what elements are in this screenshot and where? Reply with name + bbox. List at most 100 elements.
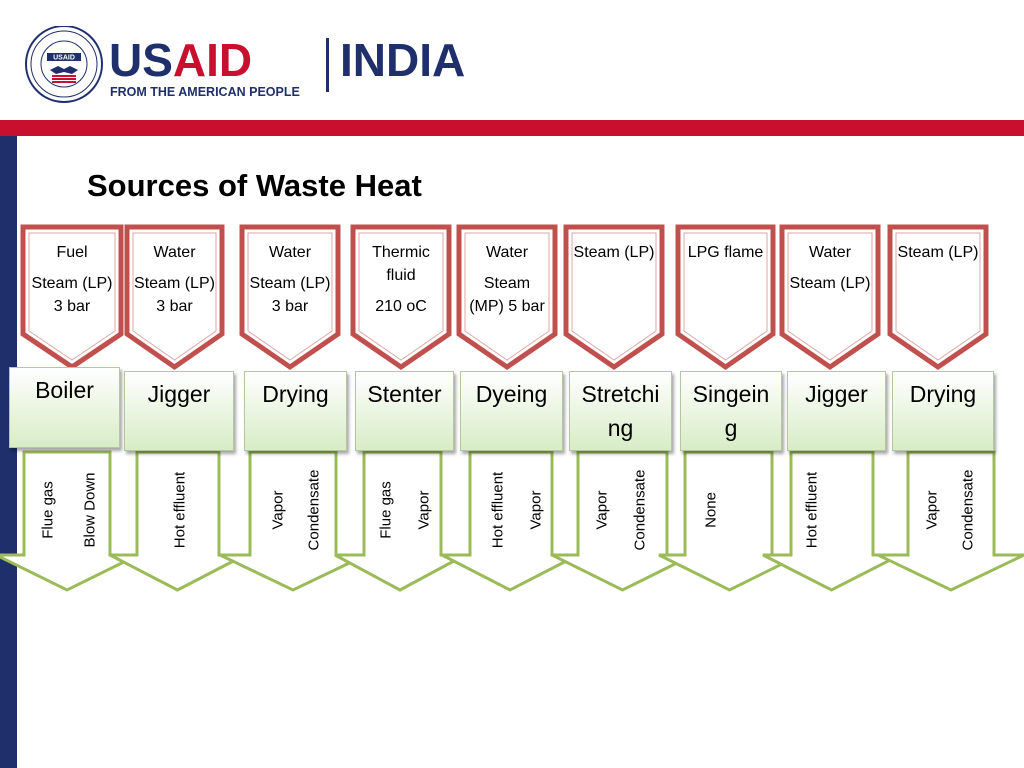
input-label: Steam (LP) <box>573 244 655 261</box>
input-arrow <box>20 224 124 371</box>
input-label: Water <box>808 244 852 261</box>
input-label: LPG flame <box>687 244 764 261</box>
output-label: Vapor <box>415 490 433 530</box>
output-label: Vapor <box>527 490 545 530</box>
output-arrow <box>877 450 1024 592</box>
input-arrow <box>239 224 341 371</box>
input-label: 210 oC <box>375 298 427 315</box>
input-arrow <box>675 224 776 371</box>
process-name: Jigger <box>805 381 868 407</box>
input-arrow-inner-line <box>358 232 444 361</box>
input-label: Fuel <box>56 244 88 261</box>
input-arrow-inner-line <box>895 232 981 361</box>
process-box: Drying <box>244 371 347 451</box>
output-label: None <box>702 492 720 528</box>
process-box: Drying <box>892 371 994 451</box>
process-box: Boiler <box>9 367 120 448</box>
output-label: Condensate <box>959 469 977 551</box>
left-side-bar <box>0 136 17 768</box>
input-label: Water <box>153 244 196 261</box>
process-box: Dyeing <box>460 371 563 451</box>
output-label: Vapor <box>269 490 287 530</box>
process-box: Jigger <box>124 371 234 451</box>
process-name: Jigger <box>147 381 211 407</box>
input-label: Steam (LP) 3 bar <box>31 275 113 315</box>
slide-title: Sources of Waste Heat <box>87 168 422 203</box>
input-arrow-inner-line <box>787 232 873 361</box>
usaid-india-logo: USAID USAID INDIA FROM THE AMERICAN PEOP… <box>25 26 465 103</box>
input-arrow <box>124 224 225 371</box>
input-label: Steam (LP) 3 bar <box>134 275 215 315</box>
output-arrow <box>551 450 694 592</box>
input-label: Thermic fluid <box>372 244 430 284</box>
process-box: Stenter <box>355 371 454 451</box>
tagline: FROM THE AMERICAN PEOPLE <box>110 85 300 99</box>
input-label: Steam (LP) <box>789 275 871 292</box>
input-label: Water <box>268 244 312 261</box>
input-label-group: Steam (LP) <box>572 241 656 272</box>
input-arrow <box>563 224 665 371</box>
output-arrow <box>109 450 246 592</box>
process-name: Drying <box>262 381 329 407</box>
brand-aid: AID <box>173 34 252 86</box>
input-arrow <box>887 224 989 371</box>
output-label: Hot effluent <box>803 471 821 549</box>
output-arrow <box>0 450 139 592</box>
input-label: Steam (LP) <box>897 244 979 261</box>
input-label-group: LPG flame <box>684 241 767 272</box>
input-arrow <box>779 224 881 371</box>
input-label: Steam (MP) 5 bar <box>469 275 545 315</box>
process-name: Stenter <box>367 381 442 407</box>
process-name: Boiler <box>35 377 94 403</box>
input-label-group: Thermic fluid 210 oC <box>359 241 443 326</box>
input-arrow-inner-line <box>571 232 657 361</box>
output-label: Flue gas <box>377 481 395 539</box>
usaid-wordmark: USAID INDIA FROM THE AMERICAN PEOPLE <box>109 34 465 99</box>
output-arrows <box>0 450 1024 592</box>
output-arrow <box>441 450 579 592</box>
output-label: Vapor <box>923 490 941 530</box>
output-arrow <box>334 450 466 592</box>
output-label: Hot effluent <box>489 471 507 549</box>
input-label-group: Steam (LP) <box>896 241 980 272</box>
process-name: Drying <box>909 381 977 407</box>
seal-center-text: USAID <box>53 55 75 62</box>
output-label: Flue gas <box>39 481 57 539</box>
input-arrow-inner-line <box>132 232 217 361</box>
header-red-band <box>0 120 1024 136</box>
process-box: Jigger <box>787 371 886 451</box>
output-label: Vapor <box>593 490 611 530</box>
input-arrow <box>350 224 452 371</box>
process-box: Stretching <box>569 371 672 451</box>
input-arrow-inner-line <box>464 232 550 361</box>
input-arrows <box>20 224 989 371</box>
output-arrow <box>219 450 367 592</box>
handshake-icon <box>50 66 78 83</box>
output-label: Condensate <box>305 469 323 551</box>
output-label: Blow Down <box>81 472 99 548</box>
input-arrow-inner-line <box>683 232 768 361</box>
output-arrow <box>762 450 901 592</box>
input-label: Water <box>485 244 529 261</box>
process-name: Singeing <box>692 381 770 441</box>
brand-us: US <box>109 34 173 86</box>
input-arrow <box>456 224 558 371</box>
brand-country: INDIA <box>340 34 465 86</box>
output-arrow <box>658 450 801 592</box>
input-arrow-inner-line <box>247 232 333 361</box>
input-label: Steam (LP) 3 bar <box>249 275 331 315</box>
output-label: Condensate <box>631 469 649 551</box>
output-label: Hot effluent <box>171 471 189 549</box>
svg-text:USAID: USAID <box>109 34 252 86</box>
process-name: Stretching <box>581 381 660 441</box>
brand-divider <box>326 38 329 92</box>
usaid-seal: USAID <box>25 26 103 103</box>
input-arrow-inner-line <box>28 232 116 361</box>
process-name: Dyeing <box>475 381 548 407</box>
